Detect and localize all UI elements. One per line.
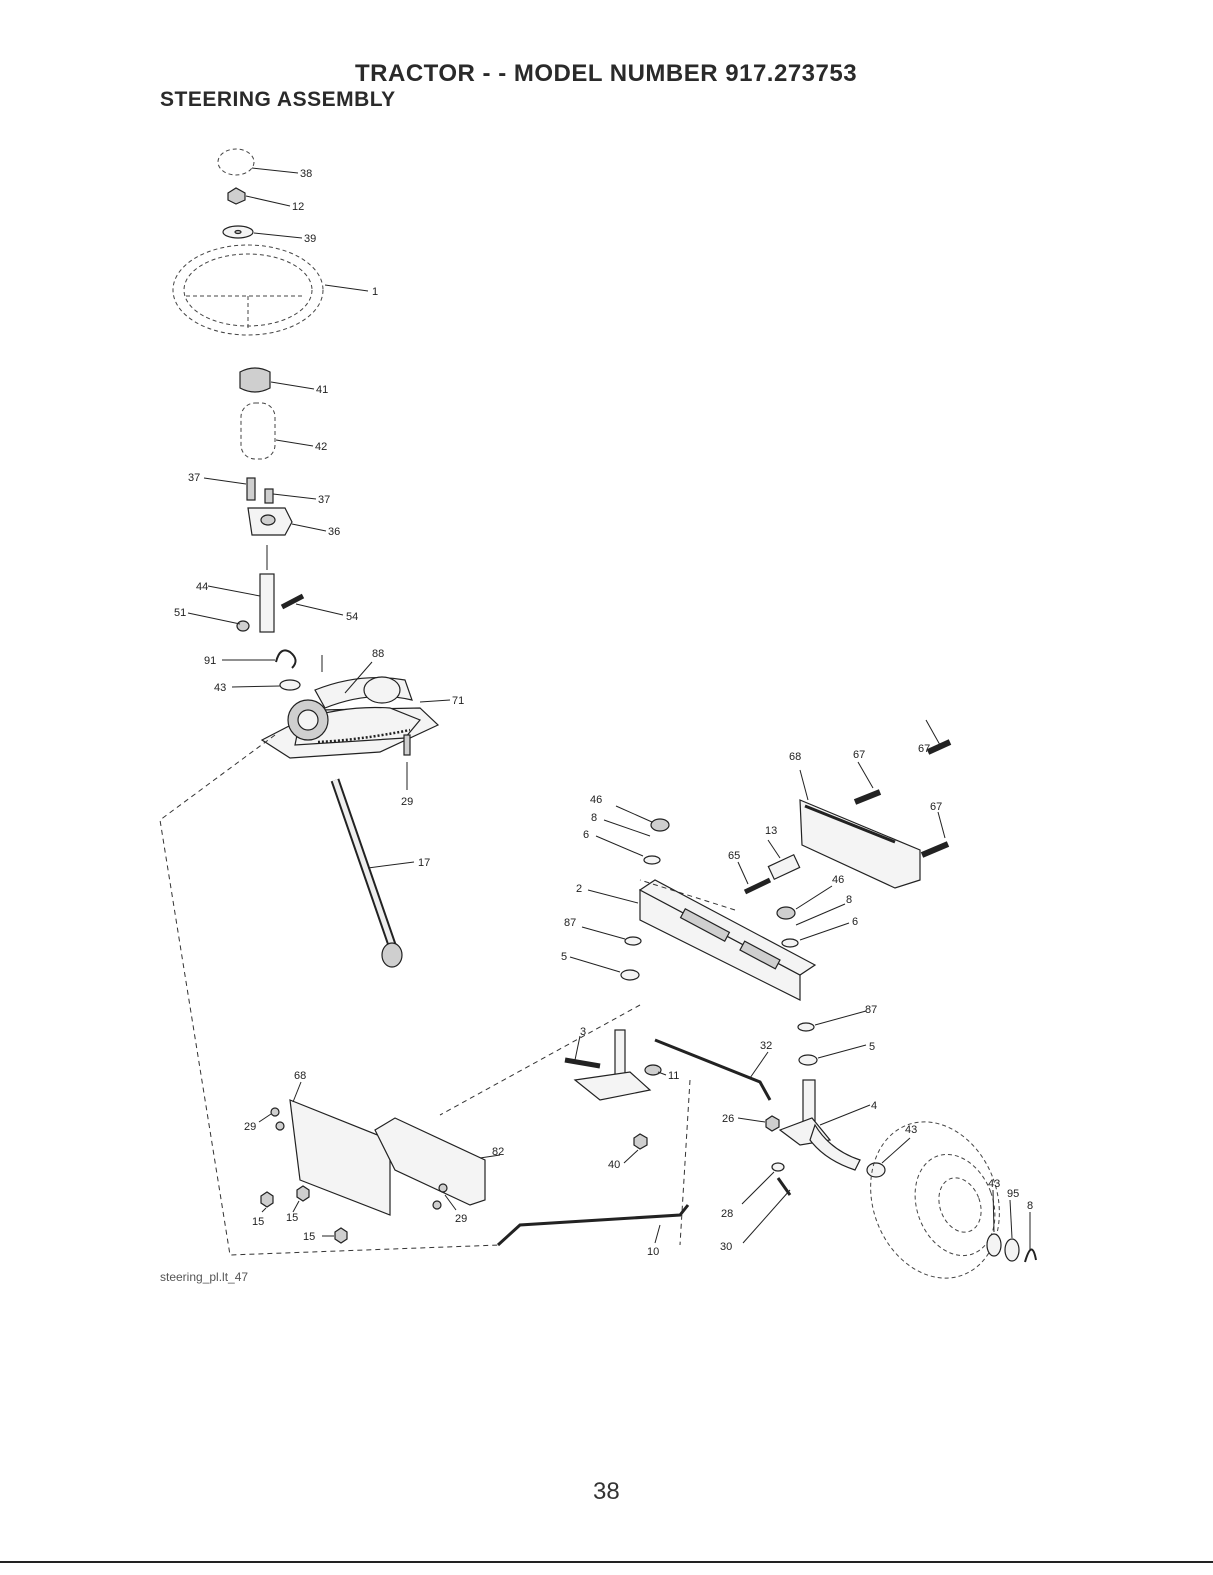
page-number: 38	[593, 1478, 620, 1506]
callout-43c: 43	[988, 1178, 1000, 1190]
steering-wheel-part	[173, 245, 323, 335]
callout-91: 91	[204, 655, 216, 667]
callout-29b: 29	[244, 1121, 256, 1133]
callout-46b: 46	[832, 874, 844, 886]
callout-6a: 6	[583, 829, 589, 841]
callout-8c: 8	[1027, 1200, 1033, 1212]
mounting-bracket-part	[375, 1118, 485, 1205]
callout-15b: 15	[286, 1212, 298, 1224]
callout-40: 40	[608, 1159, 620, 1171]
callout-37b: 37	[318, 494, 330, 506]
callout-41: 41	[316, 384, 328, 396]
callout-42: 42	[315, 441, 327, 453]
boot-part	[241, 403, 275, 459]
callout-65: 65	[728, 850, 740, 862]
callout-10: 10	[647, 1246, 659, 1258]
callout-68b: 68	[294, 1070, 306, 1082]
callout-32: 32	[760, 1040, 772, 1052]
callout-30: 30	[720, 1241, 732, 1253]
callout-95: 95	[1007, 1188, 1019, 1200]
callout-68a: 68	[789, 751, 801, 763]
callout-39: 39	[304, 233, 316, 245]
cap-part	[218, 149, 254, 175]
callout-37a: 37	[188, 472, 200, 484]
callout-43a: 43	[214, 682, 226, 694]
callout-71: 71	[452, 695, 464, 707]
callout-67b: 67	[918, 743, 930, 755]
callout-1: 1	[372, 286, 378, 298]
callout-12: 12	[292, 201, 304, 213]
callout-29a: 29	[401, 796, 413, 808]
bottom-rule	[0, 1561, 1213, 1563]
adapter-part	[240, 368, 270, 392]
callout-3: 3	[580, 1026, 586, 1038]
callout-51: 51	[174, 607, 186, 619]
drag-link-gear-part	[382, 943, 402, 967]
axle-bracket-part	[800, 800, 920, 888]
callout-2: 2	[576, 883, 582, 895]
callout-44: 44	[196, 581, 208, 593]
callout-28: 28	[721, 1208, 733, 1220]
callout-29c: 29	[455, 1213, 467, 1225]
callout-87a: 87	[564, 917, 576, 929]
callout-67a: 67	[853, 749, 865, 761]
callout-4: 4	[871, 1100, 877, 1112]
callout-36: 36	[328, 526, 340, 538]
callout-88: 88	[372, 648, 384, 660]
nut-part	[228, 188, 245, 204]
callout-82: 82	[492, 1146, 504, 1158]
callout-5a: 5	[561, 951, 567, 963]
callout-6b: 6	[852, 916, 858, 928]
callout-54: 54	[346, 611, 358, 623]
steering-column-parts	[173, 149, 368, 690]
callout-38: 38	[300, 168, 312, 180]
front-tire-part	[849, 1104, 1020, 1297]
front-axle-parts	[440, 720, 1036, 1296]
callout-13: 13	[765, 825, 777, 837]
figure-id: steering_pl.lt_47	[160, 1270, 248, 1284]
callout-11: 11	[668, 1070, 679, 1082]
callout-5b: 5	[869, 1041, 875, 1053]
callout-87b: 87	[865, 1004, 877, 1016]
callout-17: 17	[418, 857, 430, 869]
callout-15a: 15	[252, 1216, 264, 1228]
callout-8a: 8	[591, 812, 597, 824]
callout-46a: 46	[590, 794, 602, 806]
callout-26: 26	[722, 1113, 734, 1125]
callout-67c: 67	[930, 801, 942, 813]
callout-15c: 15	[303, 1231, 315, 1243]
bolt-part	[247, 478, 255, 500]
callout-43b: 43	[905, 1124, 917, 1136]
callout-8b: 8	[846, 894, 852, 906]
shaft-part	[260, 574, 274, 632]
lower-bracket-parts	[259, 1082, 688, 1245]
